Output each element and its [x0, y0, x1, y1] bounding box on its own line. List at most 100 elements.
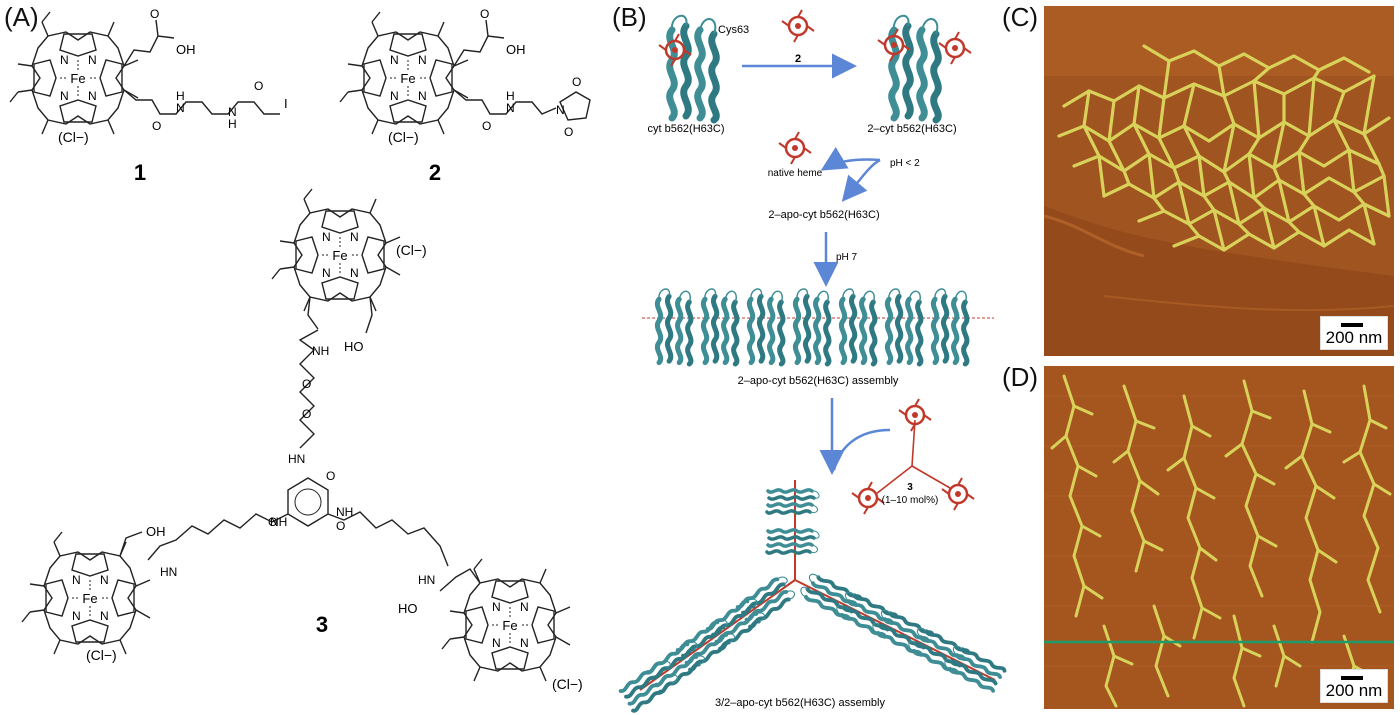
reagent-3-label: 3 [907, 482, 913, 493]
n-label: N [88, 89, 97, 103]
n-label: N [350, 266, 359, 280]
oh-label: OH [176, 42, 196, 57]
chloride-label: (Cl−) [388, 129, 419, 145]
chloride-label: (Cl−) [86, 647, 117, 663]
arrow-heme-release [820, 146, 881, 171]
o-label: O [572, 75, 581, 89]
arrow-ph-low [841, 158, 881, 202]
native-heme-released [777, 130, 813, 166]
oh-label: OH [146, 524, 166, 539]
ph-7-label: pH 7 [836, 252, 858, 263]
apo-label: 2–apo-cyt b562(H63C) [768, 209, 879, 221]
n-label: N [60, 53, 69, 67]
ph-low-label: pH < 2 [890, 158, 920, 169]
compound-1-number: 1 [134, 160, 146, 185]
compound-3-right-porphyrin: Fe N N N N (Cl−) HO [398, 558, 583, 692]
n-label: N [60, 89, 69, 103]
afm-network-c [1044, 6, 1394, 356]
n-label: N [350, 230, 359, 244]
panel-a: Fe N N N N O OH O H N H N O I (Cl−) 1 Fe… [9, 7, 591, 692]
panel-b-label: (B) [612, 2, 647, 32]
n-label: N [88, 53, 97, 67]
compound-3-left-porphyrin: Fe N N N N (Cl−) OH [21, 524, 166, 663]
n-label: N [492, 636, 501, 650]
n-amide-label: N [506, 101, 515, 115]
compound-2-structure: Fe N N N N O OH O H N N O O (Cl−) [339, 7, 591, 145]
scale-bar-c-label: 200 nm [1325, 328, 1383, 347]
reagent-2-bound [937, 30, 973, 66]
o-label: O [480, 7, 489, 21]
hn-label: HN [288, 452, 305, 466]
o-label: O [326, 469, 335, 483]
chloride-label: (Cl−) [396, 242, 427, 258]
ho-label: HO [344, 339, 364, 354]
branched-assembly [617, 480, 1007, 714]
oh-label: OH [506, 42, 526, 57]
native-heme-label: native heme [768, 168, 823, 179]
nh-label: NH [312, 344, 329, 358]
compound-2-number: 2 [429, 160, 441, 185]
product-label: 2–cyt b562(H63C) [867, 123, 956, 135]
final-assembly-label: 3/2–apo-cyt b562(H63C) assembly [715, 697, 885, 709]
n-label: N [100, 609, 109, 623]
linear-assembly [657, 289, 967, 364]
o-label: O [302, 377, 311, 391]
panel-b: Cys63 cyt b562(H63C) 2 2–cyt b562(H63C) … [617, 8, 1007, 714]
o-label: O [302, 407, 311, 421]
compound-3-top-porphyrin: Fe N N N N (Cl−) HO [271, 188, 427, 354]
n-label: N [492, 600, 501, 614]
o-label: O [254, 79, 263, 93]
h-label: H [506, 89, 515, 103]
assembly-label: 2–apo-cyt b562(H63C) assembly [738, 375, 899, 387]
n-label: N [72, 609, 81, 623]
o-label: O [152, 119, 161, 133]
reagent-3-structure [850, 397, 976, 516]
fe-label: Fe [332, 248, 347, 263]
n-label: N [72, 573, 81, 587]
scale-bar-d-label: 200 nm [1325, 681, 1383, 700]
n-label: N [418, 89, 427, 103]
chloride-label: (Cl−) [58, 129, 89, 145]
nh-label: NH [270, 515, 287, 529]
n-label: N [390, 89, 399, 103]
panel-c-label: (C) [1002, 2, 1039, 32]
reagent-3-amount: (1–10 mol%) [882, 495, 939, 506]
o-label: O [150, 7, 159, 21]
fe-label: Fe [400, 71, 415, 86]
cys63-label: Cys63 [718, 24, 749, 36]
chloride-label: (Cl−) [552, 676, 583, 692]
fe-label: Fe [82, 591, 97, 606]
afm-image-c: 200 nm [1044, 6, 1394, 356]
h-label: H [176, 89, 185, 103]
panel-a-label: (A) [4, 2, 39, 32]
n-label: N [322, 266, 331, 280]
scale-bar-c: 200 nm [1320, 316, 1388, 350]
n-amide-label: N [556, 103, 565, 117]
fe-label: Fe [70, 71, 85, 86]
start-label: cyt b562(H63C) [647, 123, 724, 135]
compound-1-structure: Fe N N N N O OH O H N H N O I (Cl−) [9, 7, 288, 145]
nh-label: NH [336, 505, 353, 519]
afm-image-d: 200 nm [1044, 366, 1394, 709]
h-label: H [228, 117, 237, 131]
o-label: O [564, 125, 573, 139]
panel-d-label: (D) [1002, 362, 1039, 392]
reagent-2-label: 2 [795, 53, 801, 65]
n-label: N [390, 53, 399, 67]
n-label: N [322, 230, 331, 244]
n-label: N [100, 573, 109, 587]
n-amide-label: N [228, 105, 237, 119]
hn-label: HN [418, 573, 435, 587]
n-label: N [418, 53, 427, 67]
benzene-core [287, 477, 329, 527]
scale-bar-d: 200 nm [1320, 669, 1388, 703]
hn-label: HN [160, 565, 177, 579]
ho-label: HO [398, 601, 418, 616]
n-label: N [520, 600, 529, 614]
fe-label: Fe [502, 618, 517, 633]
reagent-2-heme [780, 8, 816, 44]
o-label: O [482, 119, 491, 133]
compound-3-number: 3 [316, 612, 328, 637]
n-label: N [520, 636, 529, 650]
